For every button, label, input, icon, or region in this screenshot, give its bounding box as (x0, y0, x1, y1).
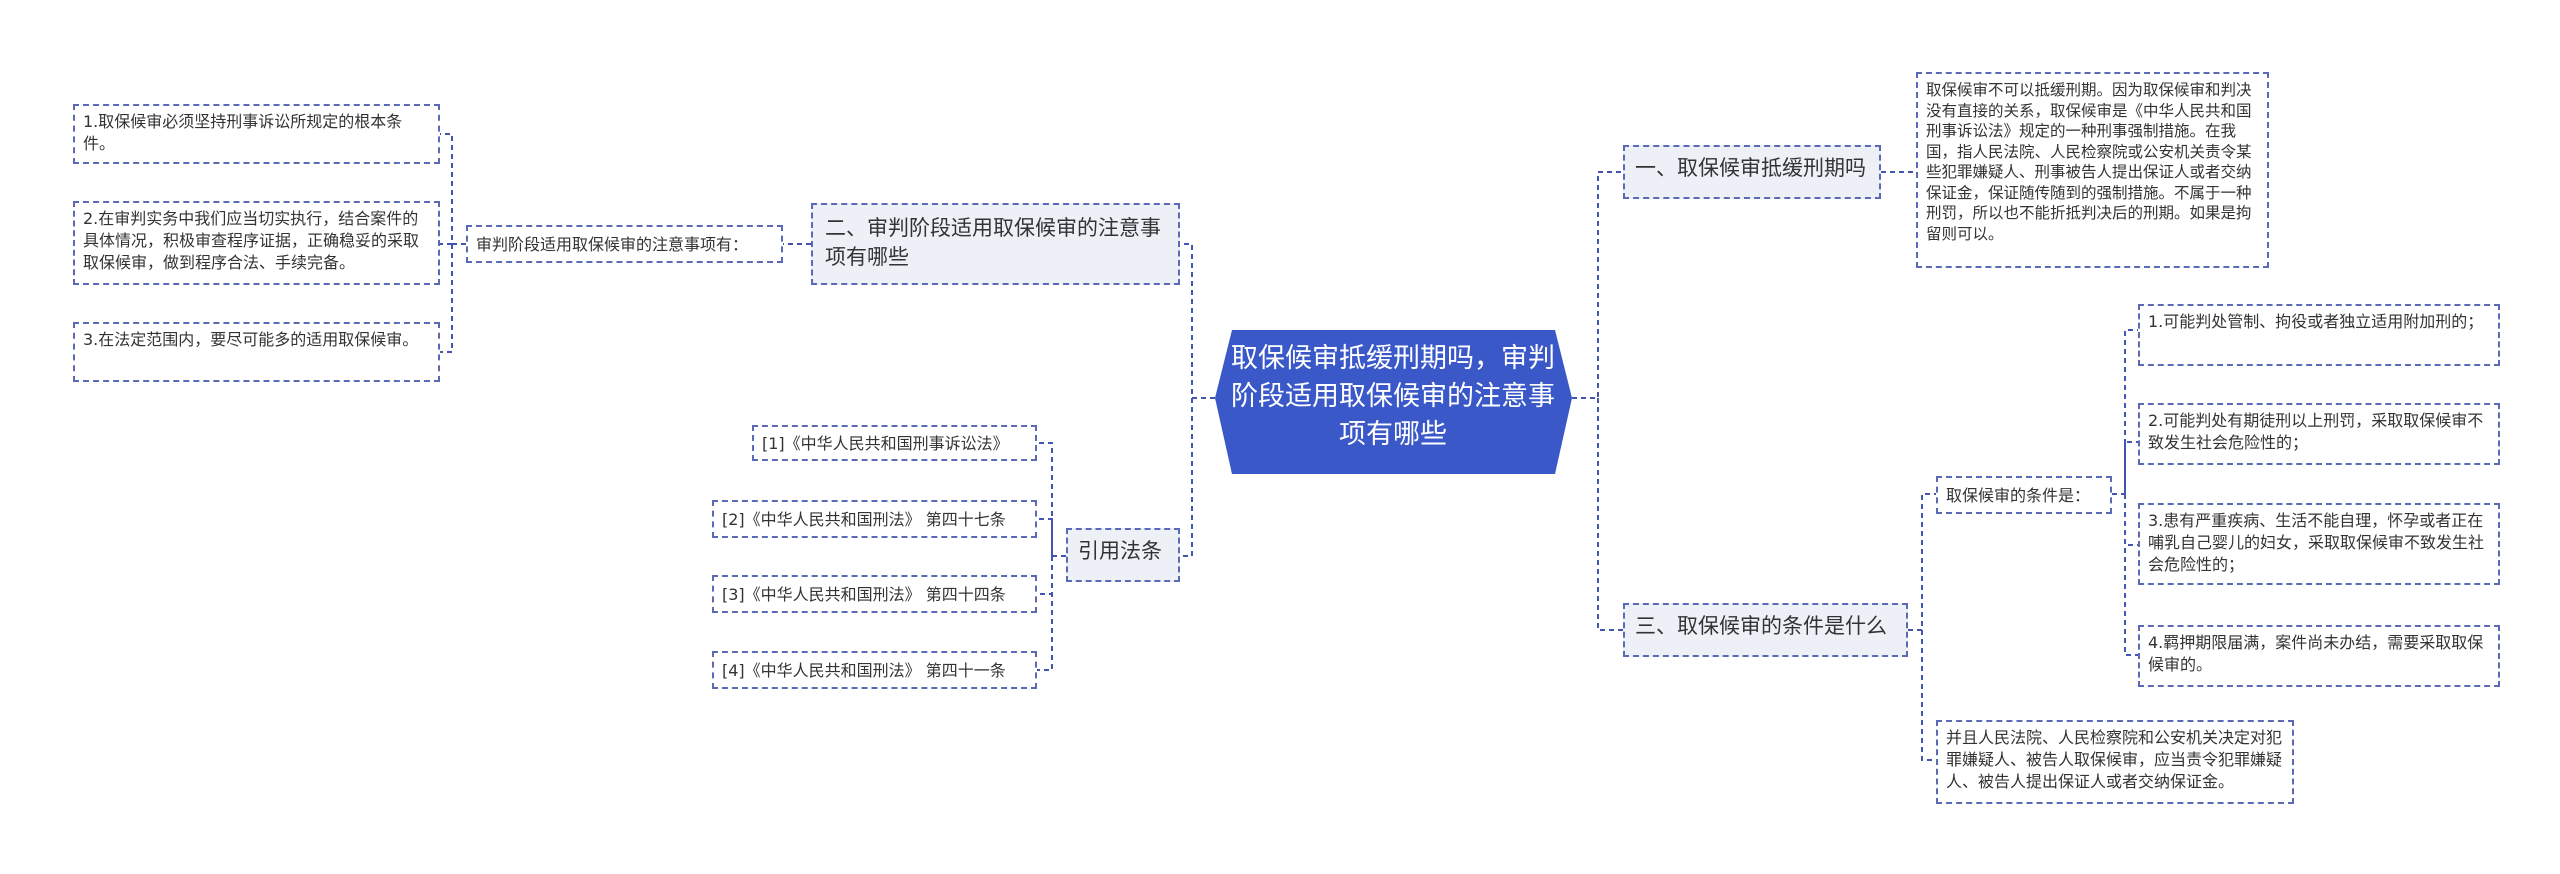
link-root-right2 (1597, 398, 1623, 631)
precaution-item-1[interactable]: 1.取保候审必须坚持刑事诉讼所规定的根本条件。 (73, 104, 440, 164)
condition-item-2[interactable]: 2.可能判处有期徒刑以上刑罚，采取取保候审不致发生社会危险性的； (2138, 403, 2500, 465)
precaution-item-3-label: 3.在法定范围内，要尽可能多的适用取保候审。 (83, 330, 419, 349)
branch-node-right-1-label: 一、取保候审抵缓刑期吗 (1635, 156, 1866, 180)
reference-item-4[interactable]: [4]《中华人民共和国刑法》 第四十一条 (712, 651, 1037, 689)
reference-item-4-label: [4]《中华人民共和国刑法》 第四十一条 (722, 661, 1006, 680)
reference-item-3-label: [3]《中华人民共和国刑法》 第四十四条 (722, 585, 1006, 604)
link-root-left2 (1180, 398, 1193, 557)
reference-item-3[interactable]: [3]《中华人民共和国刑法》 第四十四条 (712, 575, 1037, 613)
root-node[interactable]: 取保候审抵缓刑期吗，审判阶段适用取保候审的注意事项有哪些 (1231, 343, 1555, 450)
branch-node-left-2[interactable]: 引用法条 (1066, 528, 1180, 582)
condition-item-3[interactable]: 3.患有严重疾病、生活不能自理，怀孕或者正在哺乳自己婴儿的妇女，采取取保候审不致… (2138, 503, 2500, 585)
guarantee-node-label: 并且人民法院、人民检察院和公安机关决定对犯罪嫌疑人、被告人取保候审，应当责令犯罪… (1946, 728, 2283, 791)
condition-item-4-label: 4.羁押期限届满，案件尚未办结，需要采取取保候审的。 (2148, 633, 2484, 674)
link-left2-refs (1037, 442, 1066, 671)
condition-item-3-label: 3.患有严重疾病、生活不能自理，怀孕或者正在哺乳自己婴儿的妇女，采取取保候审不致… (2148, 511, 2485, 574)
reference-item-1-label: [1]《中华人民共和国刑事诉讼法》 (762, 434, 1009, 453)
condition-item-1-label: 1.可能判处管制、拘役或者独立适用附加刑的； (2148, 312, 2484, 331)
guarantee-node[interactable]: 并且人民法院、人民检察院和公安机关决定对犯罪嫌疑人、被告人取保候审，应当责令犯罪… (1936, 720, 2294, 804)
link-right2-extra (1921, 630, 1936, 761)
precaution-item-1-label: 1.取保候审必须坚持刑事诉讼所规定的根本条件。 (83, 112, 403, 153)
text-node-no-offset-label: 取保候审不可以抵缓刑期。因为取保候审和判决没有直接的关系，取保候审是《中华人民共… (1926, 81, 2252, 243)
conditions-node-label: 取保候审的条件是： (1946, 486, 2091, 505)
branch-node-left-1-label: 二、审判阶段适用取保候审的注意事项有哪些 (825, 216, 1161, 269)
precaution-item-2-label: 2.在审判实务中我们应当切实执行，结合案件的具体情况，积极审查程序证据，正确稳妥… (83, 209, 420, 272)
branch-node-right-1[interactable]: 一、取保候审抵缓刑期吗 (1623, 145, 1881, 199)
text-node-no-offset[interactable]: 取保候审不可以抵缓刑期。因为取保候审和判决没有直接的关系，取保候审是《中华人民共… (1916, 72, 2269, 268)
branch-node-left-1[interactable]: 二、审判阶段适用取保候审的注意事项有哪些 (811, 203, 1180, 285)
condition-item-1[interactable]: 1.可能判处管制、拘役或者独立适用附加刑的； (2138, 304, 2500, 366)
reference-item-1[interactable]: [1]《中华人民共和国刑事诉讼法》 (752, 425, 1037, 461)
link-root-right1 (1572, 171, 1623, 399)
branch-node-right-2[interactable]: 三、取保候审的条件是什么 (1623, 603, 1908, 657)
reference-item-2[interactable]: [2]《中华人民共和国刑法》 第四十七条 (712, 500, 1037, 538)
condition-item-4[interactable]: 4.羁押期限届满，案件尚未办结，需要采取取保候审的。 (2138, 625, 2500, 687)
precaution-item-2[interactable]: 2.在审判实务中我们应当切实执行，结合案件的具体情况，积极审查程序证据，正确稳妥… (73, 201, 440, 285)
link-cond-items (2112, 329, 2138, 656)
precautions-node[interactable]: 审判阶段适用取保候审的注意事项有： (466, 225, 783, 263)
root-node-shape[interactable] (1215, 330, 1572, 474)
link-sub-items (440, 133, 466, 353)
link-right2-conditions (1908, 493, 1936, 631)
branch-node-left-2-label: 引用法条 (1078, 539, 1162, 563)
conditions-node[interactable]: 取保候审的条件是： (1936, 476, 2112, 514)
condition-item-2-label: 2.可能判处有期徒刑以上刑罚，采取取保候审不致发生社会危险性的； (2148, 411, 2484, 452)
link-root-left1 (1180, 243, 1215, 399)
reference-item-2-label: [2]《中华人民共和国刑法》 第四十七条 (722, 510, 1006, 529)
precaution-item-3[interactable]: 3.在法定范围内，要尽可能多的适用取保候审。 (73, 322, 440, 382)
precautions-node-label: 审判阶段适用取保候审的注意事项有： (476, 235, 749, 254)
branch-node-right-2-label: 三、取保候审的条件是什么 (1635, 614, 1887, 638)
